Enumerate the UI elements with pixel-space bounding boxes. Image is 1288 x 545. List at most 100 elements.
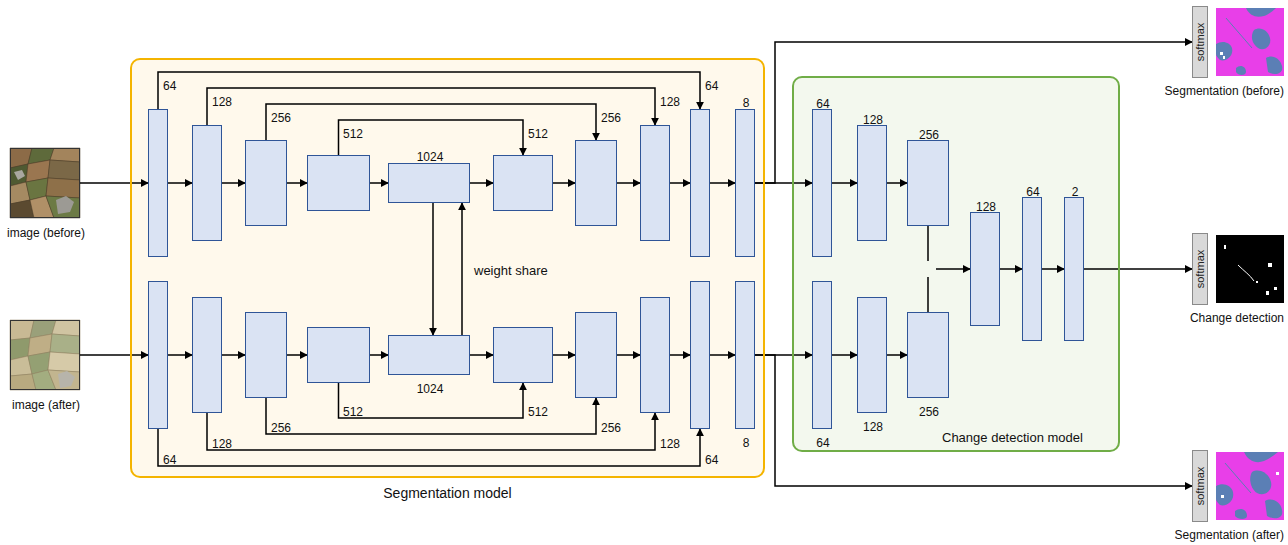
text-holder: Change detection bbox=[1190, 308, 1284, 326]
softmax-box: softmax bbox=[1192, 450, 1208, 522]
text-holder: 128 bbox=[212, 92, 232, 110]
text-holder: 64 bbox=[163, 450, 176, 468]
connector-arrow bbox=[80, 354, 148, 356]
connector-arrow bbox=[339, 120, 524, 155]
segmentation-map-before bbox=[1226, 18, 1252, 48]
text-holder: Segmentation (before) bbox=[1165, 81, 1284, 99]
channel-count: 512 bbox=[528, 127, 548, 141]
segmentation-map-before bbox=[1216, 8, 1284, 76]
aerial-photo-after bbox=[52, 320, 80, 336]
connector-arrow bbox=[553, 182, 575, 184]
change-map bbox=[1216, 235, 1284, 303]
text-holder: 512 bbox=[343, 402, 363, 420]
channel-count: 1024 bbox=[417, 150, 444, 164]
segmentation-map-before bbox=[1223, 56, 1225, 59]
connector-arrow bbox=[370, 182, 388, 184]
connector-arrow bbox=[1042, 268, 1064, 270]
segmentation-map-after bbox=[1244, 452, 1278, 462]
text-holder: 8 bbox=[743, 433, 750, 451]
text-holder: 128 bbox=[976, 197, 996, 215]
layer-block: 8 bbox=[735, 281, 755, 429]
output-map: Segmentation (after) bbox=[1216, 452, 1284, 520]
layer-block: 512 bbox=[307, 327, 370, 383]
connector-arrow bbox=[617, 354, 640, 356]
aerial-photo-before bbox=[48, 160, 80, 180]
channel-count: 128 bbox=[212, 95, 232, 109]
model-container: Segmentation model6412825651210245122561… bbox=[130, 58, 765, 478]
container-title: Change detection model bbox=[942, 430, 1083, 445]
image-caption: Change detection bbox=[1190, 311, 1284, 325]
segmentation-panel bbox=[130, 58, 765, 478]
layer-block: 2 bbox=[1064, 197, 1084, 341]
channel-count: 256 bbox=[919, 128, 939, 142]
connector-arrow bbox=[832, 182, 857, 184]
text-holder: softmax bbox=[1193, 451, 1207, 521]
text-holder: 512 bbox=[528, 402, 548, 420]
text-holder: 64 bbox=[816, 94, 829, 112]
text-holder: 256 bbox=[271, 418, 291, 436]
channel-count: 256 bbox=[601, 421, 621, 435]
connector-arrow bbox=[339, 383, 524, 418]
layer-block: 1024 bbox=[388, 163, 470, 203]
connector-arrow bbox=[461, 203, 463, 335]
text-holder: image (before) bbox=[7, 223, 85, 241]
change-map bbox=[1224, 245, 1226, 249]
connector-arrow bbox=[617, 182, 640, 184]
image-caption: image (after) bbox=[12, 398, 80, 412]
aerial-photo-after bbox=[48, 370, 80, 390]
output-map: Segmentation (before) bbox=[1216, 8, 1284, 76]
text-holder: Change detection model bbox=[942, 428, 1083, 446]
channel-count: 8 bbox=[743, 436, 750, 450]
connector-arrow bbox=[470, 182, 493, 184]
layer-block: 64 bbox=[812, 281, 832, 429]
channel-count: 2 bbox=[1072, 185, 1079, 199]
segmentation-map-after bbox=[1216, 452, 1284, 520]
layer-block: 256 bbox=[575, 312, 617, 398]
connector-arrow bbox=[80, 182, 148, 184]
text-holder: 128 bbox=[660, 92, 680, 110]
text-holder: 512 bbox=[343, 124, 363, 142]
text-holder: Segmentation (after) bbox=[1175, 525, 1284, 543]
segmentation-map-after bbox=[1250, 471, 1271, 495]
aerial-photo-after bbox=[10, 374, 36, 390]
connector-arrow bbox=[222, 182, 245, 184]
aerial-photo-before bbox=[56, 196, 74, 214]
text-holder: 1024 bbox=[417, 379, 444, 397]
layer-block: 128 bbox=[640, 125, 670, 241]
layer-block: 512 bbox=[307, 155, 370, 211]
aerial-photo-after bbox=[10, 320, 80, 390]
connector-arrow bbox=[370, 354, 388, 356]
connector-arrow bbox=[710, 354, 735, 356]
change-map bbox=[1274, 287, 1277, 290]
output-map: Change detection bbox=[1216, 235, 1284, 303]
aerial-photo-after bbox=[48, 352, 80, 372]
text-holder: 128 bbox=[863, 110, 883, 128]
layer-block: 8 bbox=[735, 109, 755, 257]
channel-count: 64 bbox=[705, 453, 718, 467]
change-map bbox=[1238, 265, 1254, 281]
layer-block: 128 bbox=[857, 297, 887, 413]
segmentation-map-after bbox=[1276, 472, 1279, 475]
channel-count: 64 bbox=[1026, 185, 1039, 199]
layer-block: 64 bbox=[148, 281, 168, 429]
channel-count: 64 bbox=[705, 79, 718, 93]
image-caption: Segmentation (before) bbox=[1165, 84, 1284, 98]
connector-arrow bbox=[936, 268, 970, 270]
channel-count: 8 bbox=[743, 96, 750, 110]
connector-arrow bbox=[832, 354, 857, 356]
image-caption: Segmentation (after) bbox=[1175, 528, 1284, 542]
text-holder: 256 bbox=[601, 108, 621, 126]
channel-count: 1024 bbox=[417, 382, 444, 396]
layer-block: 256 bbox=[245, 312, 287, 398]
text-holder: 64 bbox=[1026, 182, 1039, 200]
layer-block: 512 bbox=[493, 155, 553, 211]
segmentation-map-before bbox=[1246, 8, 1276, 17]
connector-arrow bbox=[1084, 268, 1192, 270]
text-holder: 2 bbox=[1072, 182, 1079, 200]
input-image: image (before) bbox=[10, 148, 80, 218]
text-holder: 512 bbox=[528, 124, 548, 142]
text-holder: 256 bbox=[601, 418, 621, 436]
channel-count: 256 bbox=[271, 111, 291, 125]
